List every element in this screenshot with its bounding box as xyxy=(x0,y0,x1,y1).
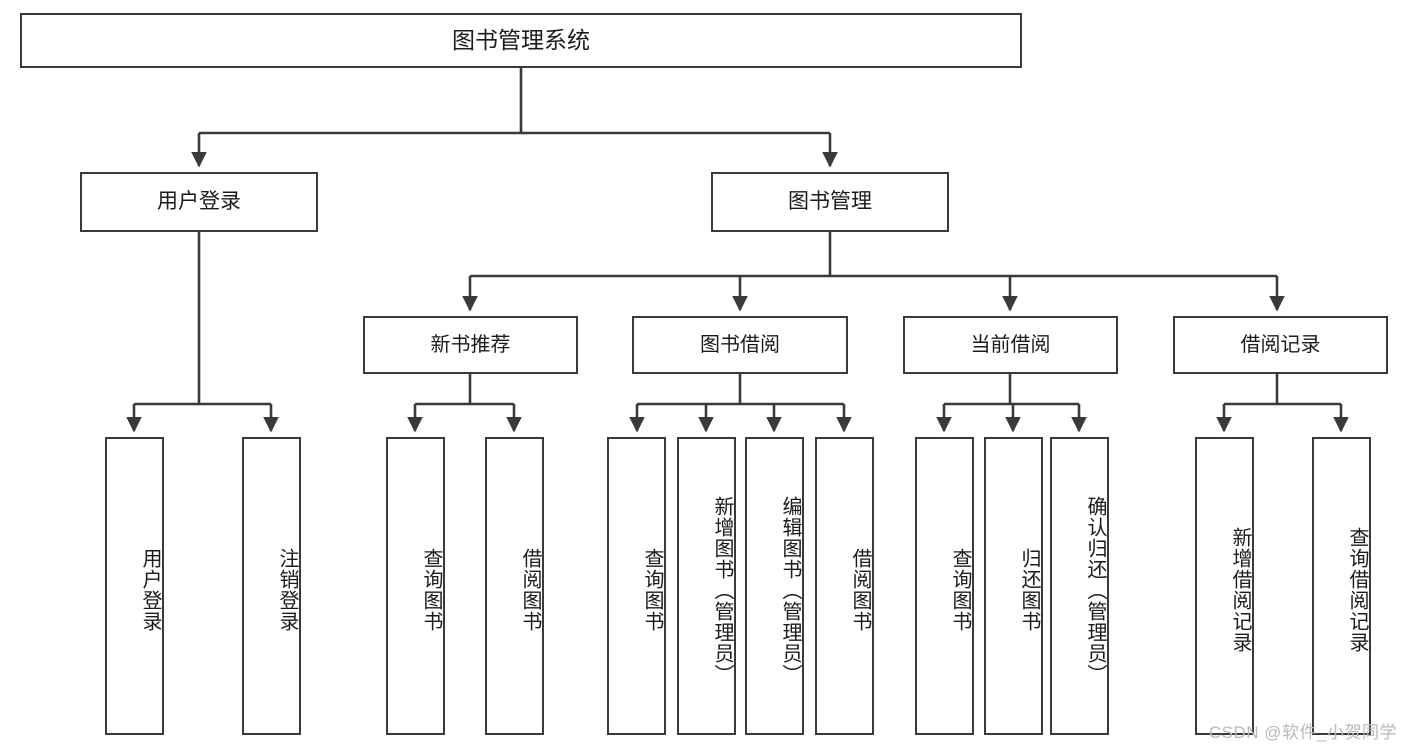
node-borrow-record[interactable]: 借阅记录 xyxy=(1173,316,1388,374)
node-label: 归还图书 xyxy=(1018,548,1040,632)
leaf-record-query-record[interactable]: 查询借阅记录 xyxy=(1312,437,1371,735)
leaf-recommend-query-book[interactable]: 查询图书 xyxy=(386,437,445,735)
node-book-management[interactable]: 图书管理 xyxy=(711,172,949,232)
leaf-borrow-edit-book-admin[interactable]: 编辑图书（管理员） xyxy=(745,437,804,735)
node-label: 图书借阅 xyxy=(700,333,780,356)
leaf-record-add-record[interactable]: 新增借阅记录 xyxy=(1195,437,1254,735)
leaf-recommend-borrow-book[interactable]: 借阅图书 xyxy=(485,437,544,735)
leaf-current-return-book[interactable]: 归还图书 xyxy=(984,437,1043,735)
leaf-current-query-book[interactable]: 查询图书 xyxy=(915,437,974,735)
node-label: 借阅图书 xyxy=(849,548,871,632)
node-label: 新增图书（管理员） xyxy=(711,495,733,685)
node-label: 新书推荐 xyxy=(430,333,511,356)
node-label: 查询图书 xyxy=(420,548,442,632)
node-label: 借阅图书 xyxy=(519,548,541,632)
leaf-borrow-add-book-admin[interactable]: 新增图书（管理员） xyxy=(677,437,736,735)
leaf-current-confirm-return-admin[interactable]: 确认归还（管理员） xyxy=(1050,437,1109,735)
node-root-system[interactable]: 图书管理系统 xyxy=(20,13,1022,68)
node-label: 借阅记录 xyxy=(1240,333,1321,356)
node-label: 注销登录 xyxy=(276,548,298,632)
node-label: 确认归还（管理员） xyxy=(1084,495,1106,685)
node-label: 查询图书 xyxy=(641,548,663,632)
node-current-borrow[interactable]: 当前借阅 xyxy=(903,316,1118,374)
leaf-borrow-query-book[interactable]: 查询图书 xyxy=(607,437,666,735)
watermark: CSDN @软件_小贺同学 xyxy=(1208,723,1397,742)
node-label: 编辑图书（管理员） xyxy=(779,495,801,685)
node-label: 用户登录 xyxy=(139,548,161,632)
node-label: 查询借阅记录 xyxy=(1346,527,1368,653)
node-label: 图书管理 xyxy=(788,189,872,213)
leaf-user-login-login[interactable]: 用户登录 xyxy=(105,437,164,735)
node-book-borrow[interactable]: 图书借阅 xyxy=(632,316,848,374)
node-new-book-recommend[interactable]: 新书推荐 xyxy=(363,316,578,374)
leaf-user-login-logout[interactable]: 注销登录 xyxy=(242,437,301,735)
node-user-login[interactable]: 用户登录 xyxy=(80,172,318,232)
node-label: 新增借阅记录 xyxy=(1229,527,1251,653)
node-label: 当前借阅 xyxy=(970,333,1051,356)
node-label: 查询图书 xyxy=(949,548,971,632)
leaf-borrow-borrow-book[interactable]: 借阅图书 xyxy=(815,437,874,735)
node-label: 用户登录 xyxy=(157,189,241,213)
node-label: 图书管理系统 xyxy=(452,27,590,54)
